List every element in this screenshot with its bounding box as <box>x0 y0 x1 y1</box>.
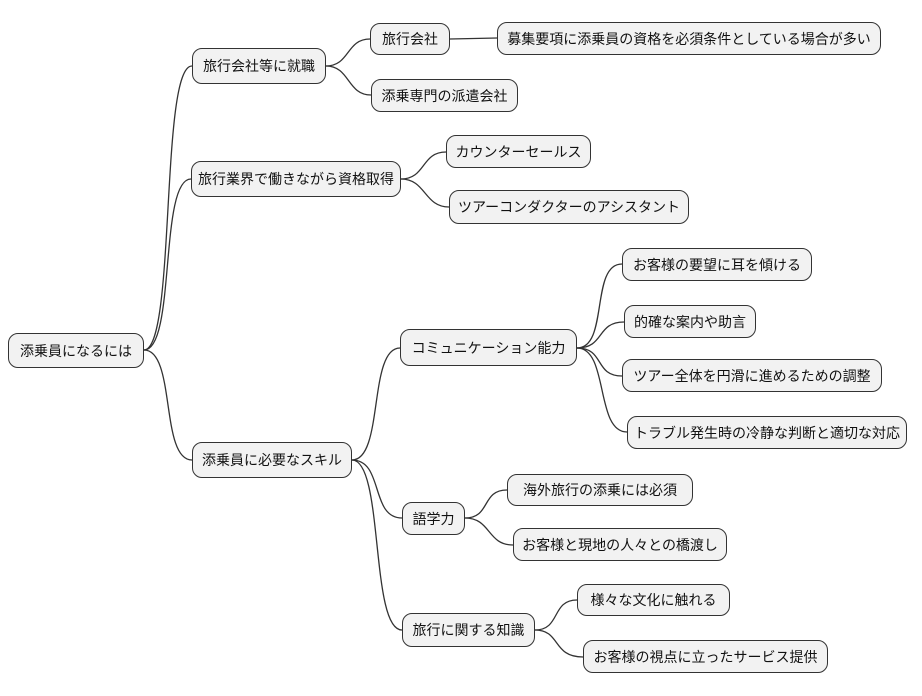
node-join-travel-company: 旅行会社等に就職 <box>192 48 326 84</box>
connector-knowledge-to-cultures <box>534 599 578 631</box>
connector-skills-to-language <box>351 459 403 519</box>
connector-knowledge-to-service <box>534 629 584 658</box>
node-language-skill: 語学力 <box>402 502 465 535</box>
node-trouble-response: トラブル発生時の冷静な判断と適切な対応 <box>627 416 907 449</box>
node-accurate-guidance: 的確な案内や助言 <box>624 305 756 338</box>
connector-communication-to-coordination <box>576 347 623 377</box>
connector-language-to-overseas <box>464 489 508 519</box>
node-dispatch-company: 添乗専門の派遣会社 <box>371 79 518 112</box>
node-listen-to-customers: お客様の要望に耳を傾ける <box>622 248 812 281</box>
connector-travel-company-to-recruitment <box>449 37 498 40</box>
node-communication-skill: コミュニケーション能力 <box>400 329 577 366</box>
node-root-how-to-become-tour-conductor: 添乗員になるには <box>8 333 144 368</box>
node-qualify-while-working: 旅行業界で働きながら資格取得 <box>191 161 401 197</box>
connector-skills-to-communication <box>351 347 401 461</box>
connector-qualify-to-assistant <box>400 178 450 208</box>
node-essential-for-overseas-tours: 海外旅行の添乗には必須 <box>507 474 693 506</box>
node-experience-various-cultures: 様々な文化に触れる <box>577 584 730 616</box>
connector-communication-to-listen <box>576 263 623 349</box>
node-recruitment-requirement: 募集要項に添乗員の資格を必須条件としている場合が多い <box>497 22 881 55</box>
connector-communication-to-guidance <box>576 321 625 349</box>
connector-root-to-join-company <box>143 65 193 351</box>
connector-communication-to-trouble <box>576 347 628 433</box>
node-counter-sales: カウンターセールス <box>446 135 591 168</box>
connector-join-company-to-travel-company <box>325 38 371 67</box>
node-required-skills: 添乗員に必要なスキル <box>192 442 352 478</box>
node-tour-conductor-assistant: ツアーコンダクターのアシスタント <box>449 190 689 224</box>
connector-root-to-qualify-working <box>143 178 192 351</box>
node-bridge-customers-locals: お客様と現地の人々との橋渡し <box>513 528 727 561</box>
connector-root-to-required-skills <box>143 349 193 461</box>
node-travel-company: 旅行会社 <box>370 23 450 55</box>
connector-language-to-bridge <box>464 517 514 546</box>
node-customer-perspective-service: お客様の視点に立ったサービス提供 <box>583 640 828 673</box>
node-travel-knowledge: 旅行に関する知識 <box>402 613 535 647</box>
connector-skills-to-knowledge <box>351 459 403 631</box>
connector-join-company-to-dispatch-company <box>325 65 372 96</box>
node-smooth-tour-coordination: ツアー全体を円滑に進めるための調整 <box>622 359 882 392</box>
connector-qualify-to-counter-sales <box>400 151 447 180</box>
